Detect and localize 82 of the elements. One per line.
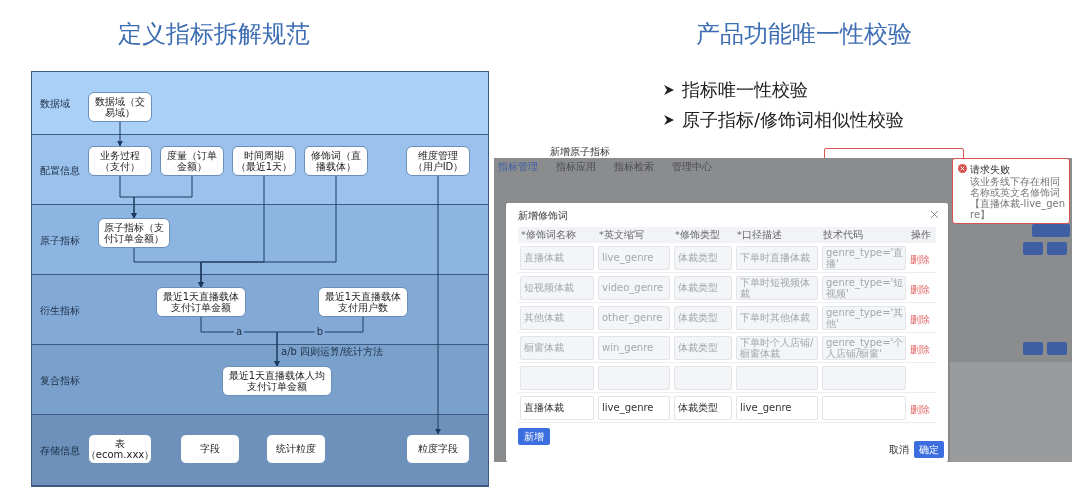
process-box: 最近1天直播载体支付订单金额 xyxy=(156,287,246,317)
process-box: 度量（订单金额） xyxy=(160,146,224,176)
input-field: live_genre xyxy=(598,395,670,420)
process-box: 字段 xyxy=(180,434,240,464)
lane-label: 配置信息 xyxy=(40,163,80,177)
input-field: 体裁类型 xyxy=(674,275,732,300)
lane-label: 存储信息 xyxy=(40,443,80,458)
input-field: genre_type='个人店铺/橱窗' xyxy=(822,335,906,360)
process-box: 维度管理（用户ID） xyxy=(406,146,470,176)
title: 产品功能唯一性校验 xyxy=(696,22,912,46)
input-field: 下单时短视频体裁 xyxy=(736,275,818,300)
input-field: genre_type='直播' xyxy=(822,245,906,270)
process-box: 修饰词（直播载体） xyxy=(304,146,368,176)
input-field: live_genre xyxy=(598,245,670,270)
delete-link: 删除 xyxy=(910,283,930,295)
process-box: 统计粒度 xyxy=(266,434,326,464)
lane-label: 数据域 xyxy=(40,96,70,111)
bullet-text: 原子指标/修饰词相似性校验 xyxy=(682,111,905,129)
dialog-title: 新增修饰词 xyxy=(518,209,568,223)
title: 定义指标拆解规范 xyxy=(118,22,310,46)
process-box: 业务过程（支付） xyxy=(88,146,152,176)
nav-link: 指标检索 xyxy=(614,160,654,174)
connector-arrow xyxy=(131,175,193,219)
add-button: 新增 xyxy=(518,428,550,445)
input-field: genre_type='短视频' xyxy=(822,275,906,300)
edge-label: a xyxy=(233,327,245,337)
delete-link: 删除 xyxy=(910,313,930,325)
column-header: 操作 xyxy=(910,230,932,240)
column-header: *修饰类型 xyxy=(674,230,721,240)
connector-arrow xyxy=(435,175,441,435)
input-field: video_genre xyxy=(598,275,670,300)
process-box: 表（ecom.xxx） xyxy=(88,434,152,464)
swimlane xyxy=(32,275,488,345)
toast-title: 请求失败 xyxy=(970,163,1010,176)
delete-link: 删除 xyxy=(910,343,930,355)
swimlane xyxy=(32,415,488,486)
swimlane xyxy=(32,135,488,205)
connector-arrow xyxy=(274,316,364,367)
input-field: 体裁类型 xyxy=(674,305,732,330)
input-field: 下单时个人店铺/橱窗体裁 xyxy=(736,335,818,360)
input-field: live_genre xyxy=(736,395,818,420)
swimlane xyxy=(32,72,488,135)
nav-link: 管理中心 xyxy=(672,160,712,174)
input-field: 直播体裁 xyxy=(520,245,594,270)
input-field: 直播体裁 xyxy=(520,395,594,420)
process-box: 最近1天直播载体支付用户数 xyxy=(318,287,408,317)
toast-message: 该业务线下存在相同名称或英文名修饰词【直播体裁-live_genre】 xyxy=(970,176,1067,220)
column-header: *修饰词名称 xyxy=(520,230,577,240)
connector-arrow xyxy=(198,175,337,288)
input-field: 体裁类型 xyxy=(674,395,732,420)
lane-label: 复合指标 xyxy=(40,373,80,387)
bullet-text: 指标唯一性校验 xyxy=(682,81,808,99)
edge-label: b xyxy=(314,327,326,337)
nav-link: 指标管理 xyxy=(498,160,538,174)
input-field: 短视频体裁 xyxy=(520,275,594,300)
input-field: 其他体裁 xyxy=(520,305,594,330)
edge-note: a/b 四则运算/统计方法 xyxy=(281,345,384,359)
process-box: 时间周期（最近1天） xyxy=(232,146,296,176)
process-box: 最近1天直播载体人均支付订单金额 xyxy=(222,366,332,396)
swimlane xyxy=(32,205,488,275)
input-field: 体裁类型 xyxy=(674,335,732,360)
input-field: win_genre xyxy=(598,335,670,360)
process-box: 粒度字段 xyxy=(406,434,470,464)
lane-label: 衍生指标 xyxy=(40,303,80,317)
connector-arrow xyxy=(117,121,123,147)
process-box: 数据域（交易域） xyxy=(88,92,152,122)
page-heading: 新增原子指标 xyxy=(550,145,610,159)
input-field: 体裁类型 xyxy=(674,245,732,270)
column-header: *口径描述 xyxy=(736,230,783,240)
confirm-button: 确定 xyxy=(914,441,944,458)
delete-link: 删除 xyxy=(910,253,930,265)
input-field: other_genre xyxy=(598,305,670,330)
column-header: *英文缩写 xyxy=(598,230,645,240)
swimlane xyxy=(32,345,488,415)
input-field: genre_type='其他' xyxy=(822,305,906,330)
process-box: 原子指标（支付订单金额） xyxy=(98,218,170,248)
input-field: 橱窗体裁 xyxy=(520,335,594,360)
delete-link: 删除 xyxy=(910,403,930,415)
lane-label: 原子指标 xyxy=(40,233,80,247)
input-field: 下单时其他体裁 xyxy=(736,305,818,330)
input-field: 下单时直播体裁 xyxy=(736,245,818,270)
column-header: 技术代码 xyxy=(822,230,864,240)
